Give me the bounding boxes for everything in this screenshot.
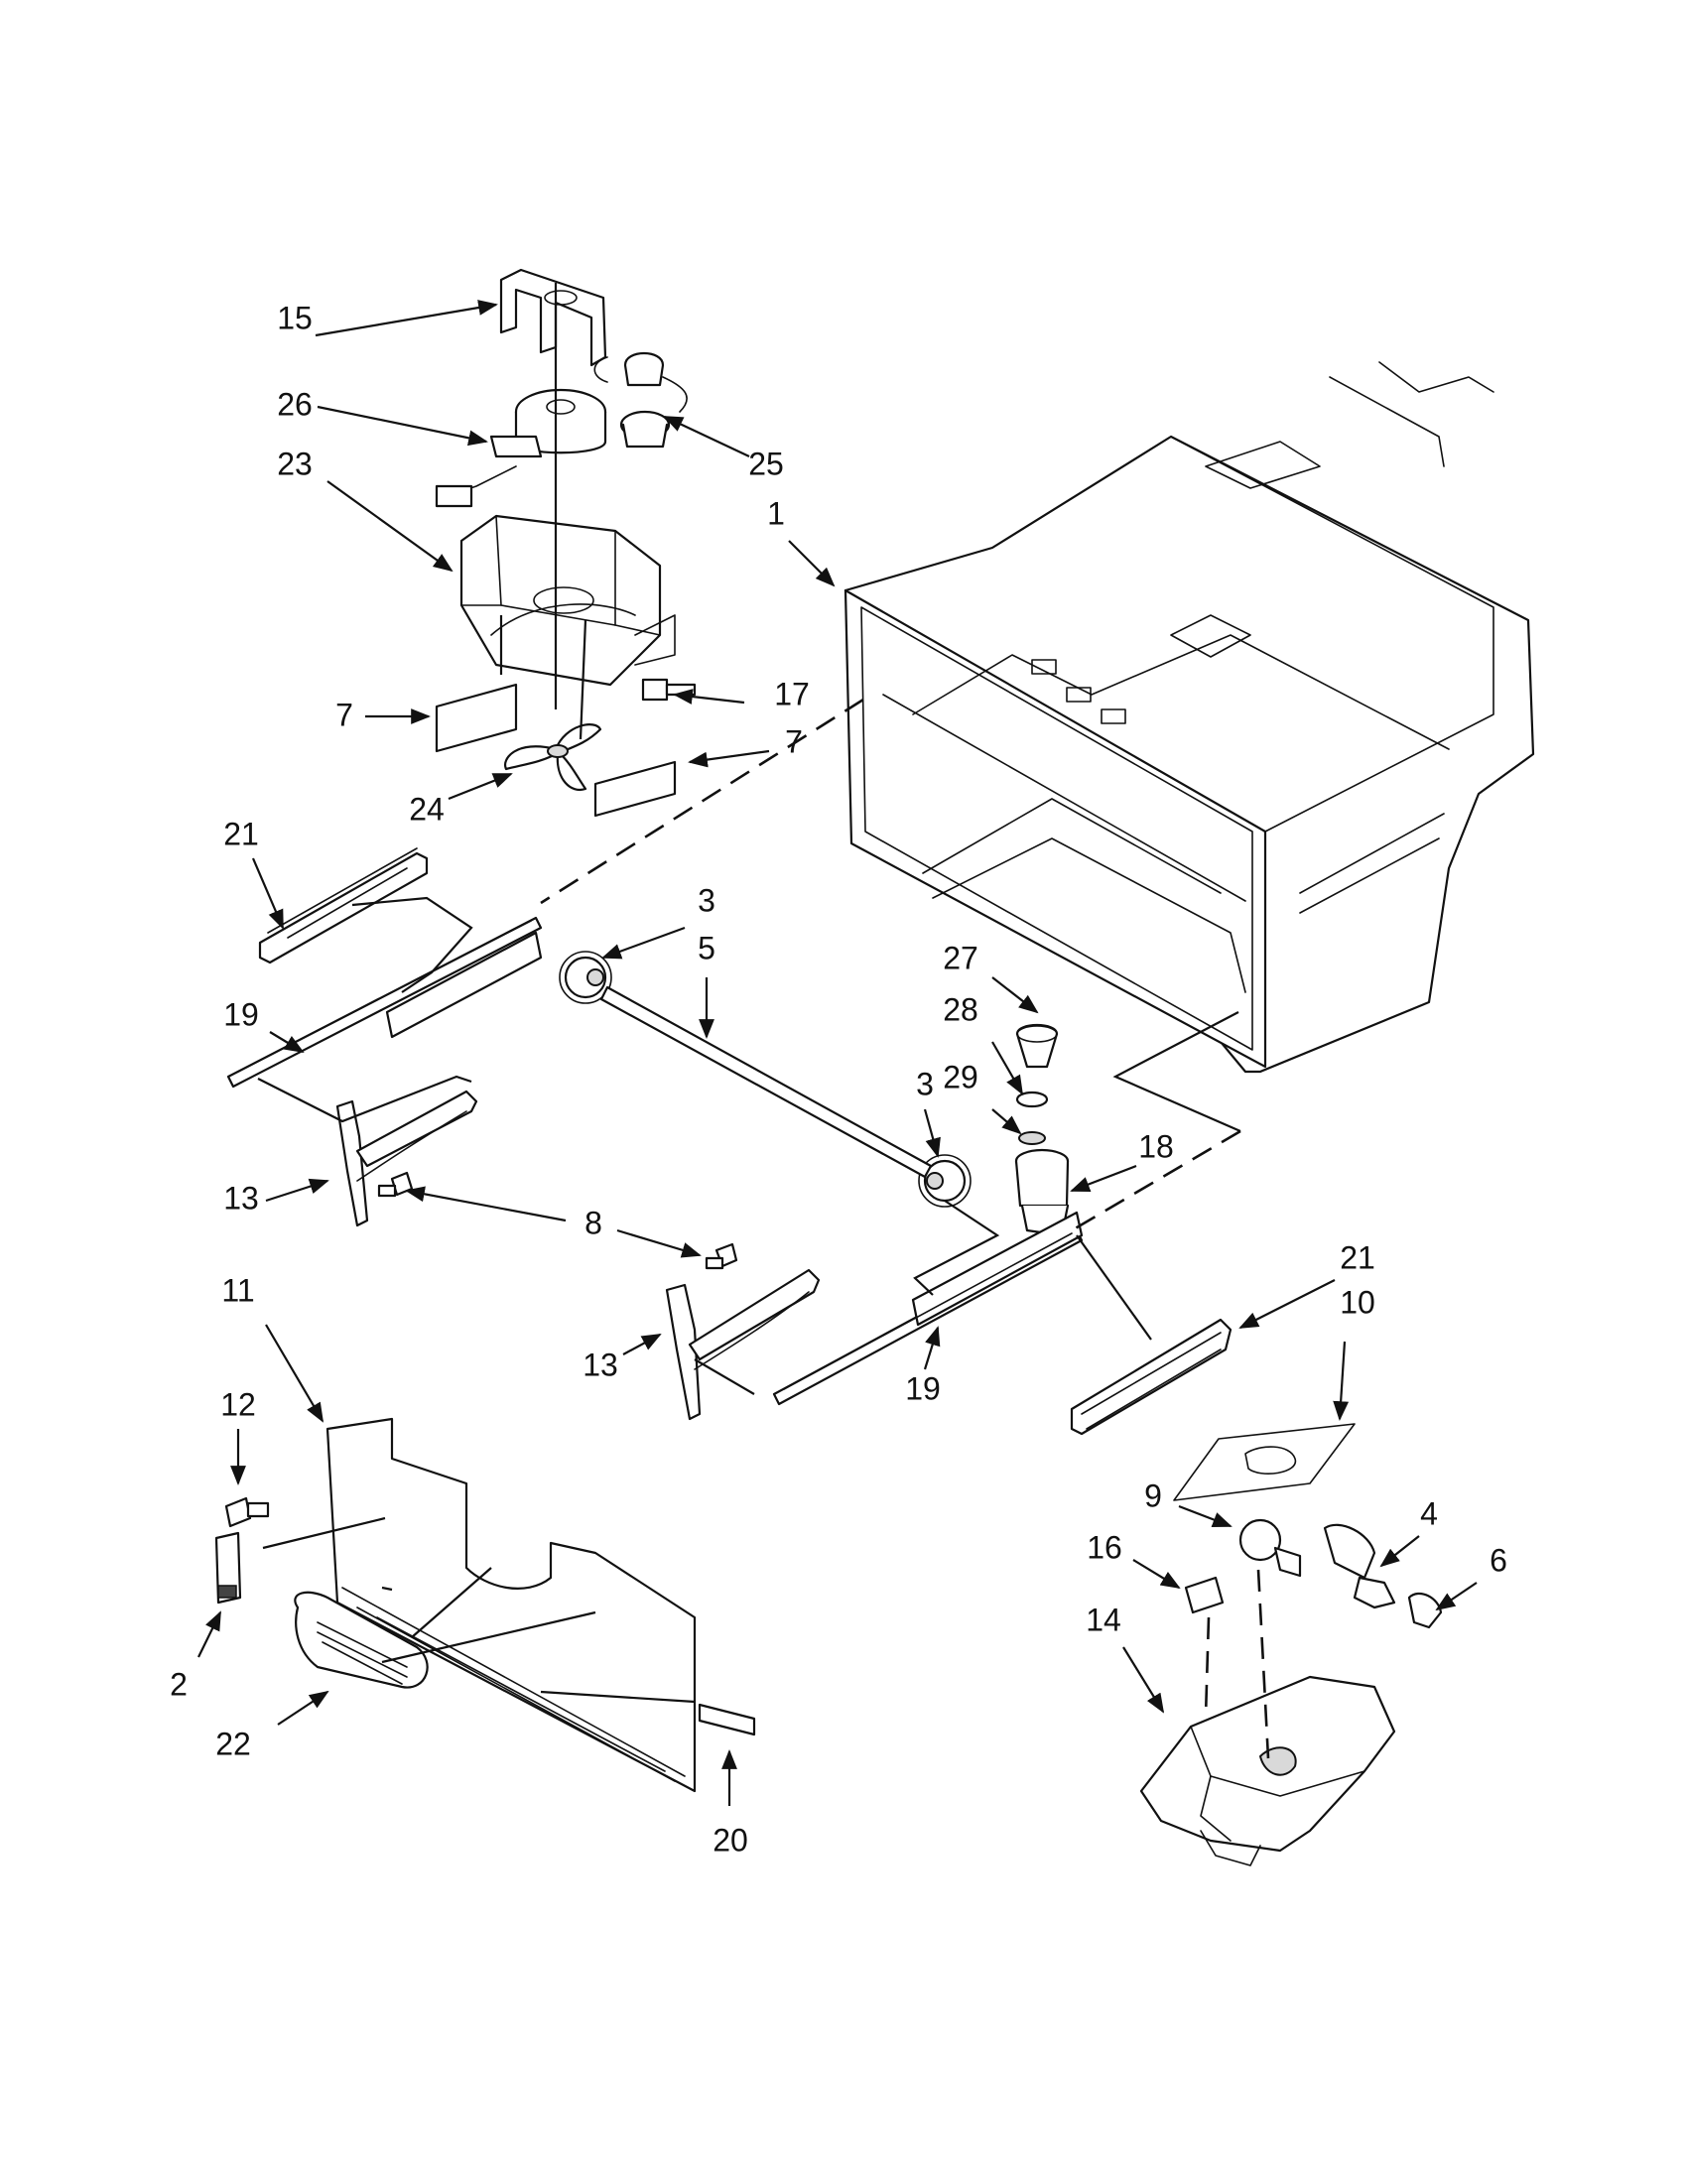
- sensor-assembly: [593, 352, 688, 449]
- callout-6: 6: [1490, 1542, 1507, 1578]
- label-sheet: [1173, 1423, 1356, 1501]
- callout-9: 9: [1144, 1477, 1162, 1513]
- callout-3-upper: 3: [698, 882, 715, 918]
- slide-bracket-right: [1070, 1318, 1233, 1436]
- clip: [214, 1531, 242, 1605]
- fan-bracket: [499, 268, 607, 367]
- pinion-gear-lower: [918, 1154, 972, 1208]
- callout-21-right: 21: [1340, 1239, 1375, 1275]
- insulation-pad-right: [593, 760, 677, 818]
- callout-23: 23: [277, 446, 313, 481]
- screw-12: [224, 1496, 270, 1528]
- o-ring: [1015, 1091, 1049, 1108]
- insulation-pad-left: [435, 683, 518, 753]
- screw-8-left: [377, 1171, 414, 1198]
- callout-4: 4: [1420, 1495, 1438, 1531]
- leader-lines: [197, 300, 1478, 1806]
- callout-16: 16: [1087, 1529, 1122, 1565]
- pinion-gear-upper: [559, 951, 612, 1004]
- callout-27: 27: [943, 940, 978, 975]
- callout-29: 29: [943, 1059, 978, 1094]
- callout-5: 5: [698, 930, 715, 965]
- callout-28: 28: [943, 991, 978, 1027]
- wire-connector: [1407, 1592, 1443, 1629]
- rear-panel: [325, 1417, 697, 1793]
- callout-3-middle: 3: [916, 1066, 934, 1101]
- washer: [1018, 1131, 1046, 1145]
- callout-7-right: 7: [785, 723, 803, 759]
- callout-7-left: 7: [335, 697, 353, 732]
- drive-shaft: [599, 985, 933, 1179]
- callout-2: 2: [170, 1666, 188, 1702]
- callout-24: 24: [409, 791, 445, 827]
- callout-13-left: 13: [223, 1180, 259, 1216]
- light-bulb: [1238, 1518, 1302, 1578]
- callout-20: 20: [713, 1822, 748, 1858]
- slide-support-left: [335, 1090, 478, 1227]
- light-switch: [1184, 1576, 1225, 1614]
- callout-13-right: 13: [583, 1347, 618, 1382]
- callout-25: 25: [748, 446, 784, 481]
- slide-support-right: [665, 1268, 821, 1421]
- callout-17: 17: [774, 676, 810, 711]
- callout-12: 12: [220, 1386, 256, 1422]
- callout-1: 1: [767, 495, 785, 531]
- freezer-drawer-bin: [844, 361, 1535, 1074]
- callout-21-left: 21: [223, 816, 259, 851]
- callout-19-left: 19: [223, 996, 259, 1032]
- fan-housing: [459, 514, 676, 687]
- fan-blade: [503, 723, 602, 792]
- grille: [294, 1591, 429, 1689]
- callout-8: 8: [584, 1205, 602, 1240]
- callout-15: 15: [277, 300, 313, 335]
- callout-11: 11: [221, 1272, 254, 1308]
- fan-motor: [435, 388, 607, 508]
- assembly-lines: [257, 283, 1270, 1759]
- light-housing: [1139, 1675, 1396, 1866]
- callout-19-right: 19: [905, 1370, 941, 1406]
- drawer-slide-left: [226, 916, 543, 1089]
- callout-22: 22: [215, 1726, 251, 1761]
- callout-10: 10: [1340, 1284, 1375, 1320]
- callout-labels: 15 26 23 25 1 7 17 7 24 21 3 5 27 19 28 …: [170, 300, 1507, 1858]
- seal-strip: [698, 1703, 756, 1736]
- damper-cap: [1015, 1023, 1059, 1069]
- screw-8-right: [705, 1242, 738, 1270]
- callout-18: 18: [1138, 1128, 1174, 1164]
- callout-14: 14: [1086, 1602, 1121, 1637]
- light-socket: [1323, 1523, 1396, 1609]
- callout-26: 26: [277, 386, 313, 422]
- drawer-slide-right: [772, 1211, 1084, 1406]
- slide-bracket-upper-left: [258, 847, 429, 964]
